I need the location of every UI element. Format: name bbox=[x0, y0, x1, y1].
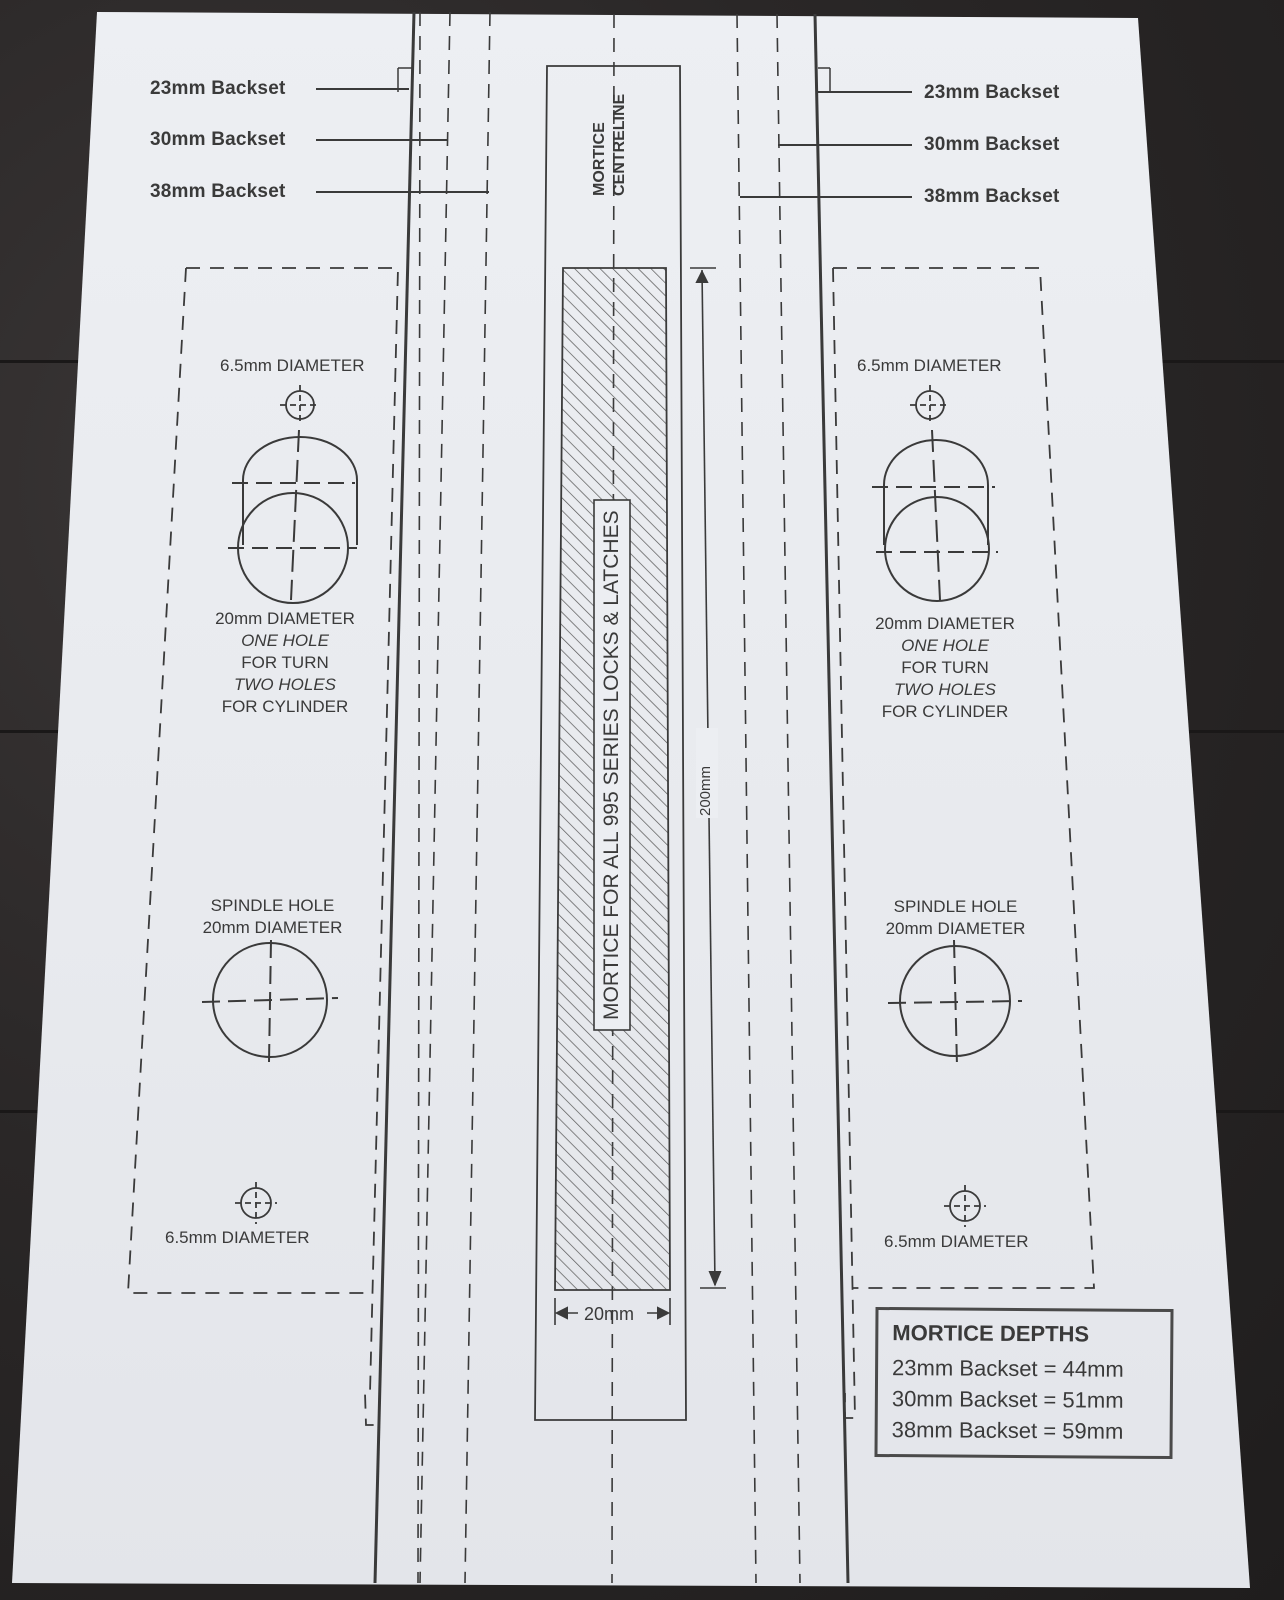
mortice-depth-row: 30mm Backset = 51mm bbox=[891, 1386, 1124, 1413]
right-cylinder-hole-icon bbox=[872, 429, 998, 602]
right-cylinder-line-1: 20mm DIAMETER bbox=[875, 614, 1015, 633]
right-inner-dashed-line bbox=[736, 13, 757, 1584]
centreline bbox=[611, 13, 615, 1584]
left-backset-38-label: 38mm Backset bbox=[150, 181, 286, 202]
right-spindle-hole-icon bbox=[887, 939, 1023, 1067]
left-cylinder-label: 20mm DIAMETER ONE HOLE FOR TURN TWO HOLE… bbox=[205, 608, 365, 718]
centreline-label-line-2: CENTRELINE bbox=[611, 93, 628, 196]
left-backset-23-label: 23mm Backset bbox=[150, 78, 286, 99]
mortice-depth-row: 23mm Backset = 44mm bbox=[892, 1355, 1124, 1382]
centreline-label: MORTICE CENTRELINE bbox=[590, 94, 630, 196]
right-plate-outline-left bbox=[832, 267, 856, 1419]
left-top-hole-label: 6.5mm DIAMETER bbox=[220, 356, 365, 375]
left-spindle-line-1: SPINDLE HOLE bbox=[210, 896, 335, 915]
mortice-depths-table: MORTICE DEPTHS 23mm Backset = 44mm 30mm … bbox=[874, 1306, 1174, 1460]
left-door-edge-line bbox=[373, 11, 416, 1584]
right-plate-outline-right bbox=[833, 267, 1095, 1289]
right-backset-38-label: 38mm Backset bbox=[924, 186, 1060, 207]
mortice-series-label: MORTICE FOR ALL 995 SERIES LOCKS & LATCH… bbox=[600, 510, 623, 1020]
left-bottom-hole-label: 6.5mm DIAMETER bbox=[165, 1228, 310, 1247]
right-spindle-line-2: 20mm DIAMETER bbox=[885, 919, 1026, 938]
left-cylinder-line-1: 20mm DIAMETER bbox=[215, 609, 355, 628]
right-cylinder-line-3: FOR TURN bbox=[901, 658, 989, 677]
right-backset-23-label: 23mm Backset bbox=[924, 82, 1060, 103]
right-spindle-line-1: SPINDLE HOLE bbox=[893, 897, 1018, 916]
centreline-label-line-1: MORTICE bbox=[591, 122, 608, 196]
right-door-edge-line bbox=[813, 13, 850, 1584]
left-30mm-line bbox=[417, 11, 421, 1584]
left-top-fixing-hole-icon bbox=[280, 385, 320, 425]
right-bottom-hole-label: 6.5mm DIAMETER bbox=[884, 1232, 1029, 1251]
right-spindle-label: SPINDLE HOLE 20mm DIAMETER bbox=[873, 896, 1038, 940]
right-cylinder-line-2: ONE HOLE bbox=[901, 636, 989, 655]
right-cylinder-label: 20mm DIAMETER ONE HOLE FOR TURN TWO HOLE… bbox=[865, 613, 1025, 723]
mortice-frame bbox=[534, 65, 687, 1421]
right-cylinder-line-5: FOR CYLINDER bbox=[881, 702, 1009, 721]
mortice-depths-title: MORTICE DEPTHS bbox=[892, 1320, 1090, 1347]
right-38mm-line bbox=[776, 13, 801, 1584]
left-spindle-label: SPINDLE HOLE 20mm DIAMETER bbox=[190, 895, 355, 939]
left-cylinder-line-3: FOR TURN bbox=[241, 653, 329, 672]
left-cylinder-line-5: FOR CYLINDER bbox=[221, 697, 349, 716]
left-bottom-fixing-hole-icon bbox=[235, 1182, 277, 1224]
left-plate-outline-left bbox=[127, 267, 372, 1294]
left-inner-dashed-line bbox=[464, 11, 491, 1584]
right-top-fixing-hole-icon bbox=[910, 385, 950, 425]
left-cylinder-hole-icon bbox=[228, 429, 358, 604]
right-backset-30-label: 30mm Backset bbox=[924, 134, 1060, 155]
left-backset-30-label: 30mm Backset bbox=[150, 129, 286, 150]
left-cylinder-line-4: TWO HOLES bbox=[233, 675, 336, 694]
mortice-depth-row: 38mm Backset = 59mm bbox=[891, 1417, 1124, 1444]
left-spindle-line-2: 20mm DIAMETER bbox=[202, 918, 343, 937]
left-cylinder-line-2: ONE HOLE bbox=[241, 631, 329, 650]
right-cylinder-line-4: TWO HOLES bbox=[893, 680, 996, 699]
right-top-hole-label: 6.5mm DIAMETER bbox=[857, 356, 1002, 375]
left-plate-outline-right bbox=[186, 267, 399, 1426]
height-dimension-label: 200mm bbox=[697, 765, 714, 816]
left-38mm-line bbox=[419, 11, 451, 1584]
width-dimension-label: 20mm bbox=[584, 1304, 635, 1324]
right-bottom-fixing-hole-icon bbox=[944, 1185, 986, 1227]
left-spindle-hole-icon bbox=[201, 939, 339, 1063]
mortice-label-box bbox=[593, 499, 631, 1031]
